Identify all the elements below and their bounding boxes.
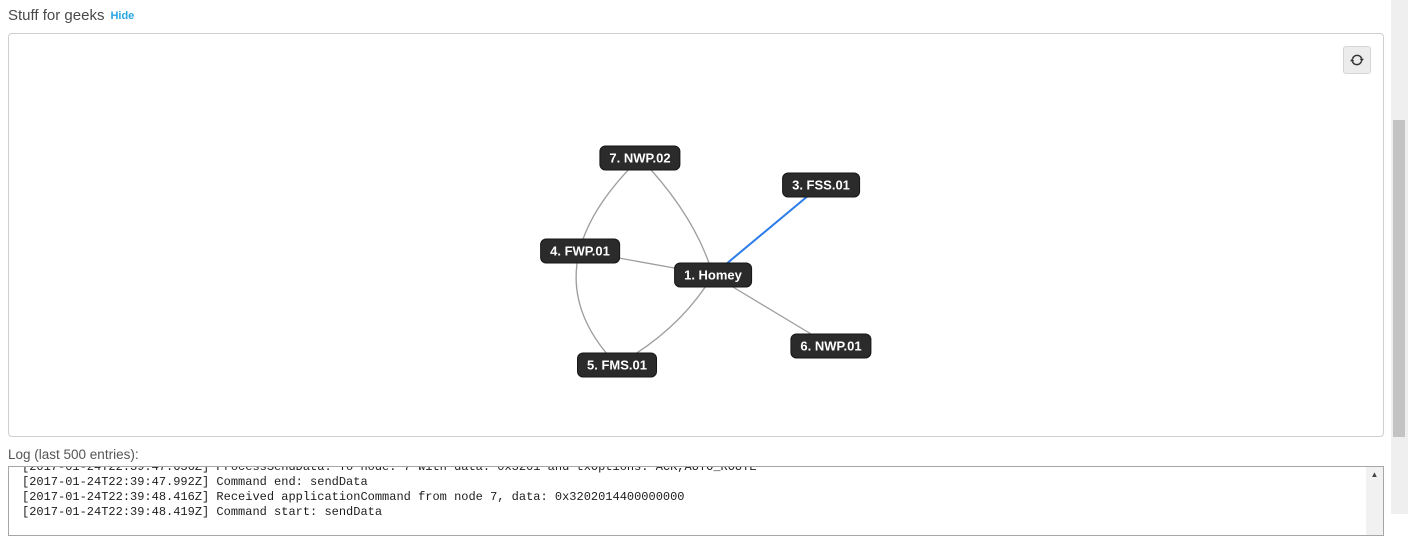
- log-scrollbar[interactable]: ▲: [1366, 467, 1383, 535]
- page-title: Stuff for geeks: [8, 7, 105, 24]
- edge-1-5: [616, 274, 714, 366]
- graph-node-4[interactable]: 4. FWP.01: [540, 238, 620, 264]
- graph-node-7[interactable]: 7. NWP.02: [599, 145, 681, 171]
- graph-edges: [575, 157, 832, 366]
- refresh-icon: [1350, 54, 1364, 66]
- page-scrollbar[interactable]: [1391, 0, 1408, 514]
- log-entry: [2017-01-24T22:39:48.419Z] Command start…: [22, 505, 383, 519]
- graph-node-5[interactable]: 5. FMS.01: [577, 352, 657, 378]
- graph-node-1[interactable]: 1. Homey: [674, 262, 752, 288]
- page-scrollbar-thumb[interactable]: [1393, 120, 1405, 437]
- log-entry: [2017-01-24T22:39:47.636Z] ProcessSendDa…: [22, 466, 757, 474]
- graph-node-3[interactable]: 3. FSS.01: [782, 172, 860, 198]
- scroll-up-icon[interactable]: ▲: [1370, 470, 1379, 479]
- graph-canvas[interactable]: 7. NWP.02 3. FSS.01 4. FWP.01 1. Homey 5. FM…: [9, 34, 1383, 436]
- zwave-network-panel: 7. NWP.02 3. FSS.01 4. FWP.01 1. Homey 5. FM…: [8, 33, 1384, 437]
- log-lines: [2017-01-24T22:39:47.636Z] ProcessSendDa…: [22, 466, 1359, 520]
- page-header: Stuff for geeks Hide: [8, 7, 134, 25]
- edge-1-3: [712, 184, 822, 276]
- log-label: Log (last 500 entries):: [8, 447, 139, 462]
- edge-7-1: [639, 157, 714, 276]
- hide-link[interactable]: Hide: [110, 10, 135, 22]
- log-entry: [2017-01-24T22:39:47.992Z] Command end: …: [22, 475, 368, 489]
- graph-node-6[interactable]: 6. NWP.01: [790, 333, 872, 359]
- log-textarea[interactable]: [2017-01-24T22:39:47.636Z] ProcessSendDa…: [8, 466, 1384, 536]
- log-entry: [2017-01-24T22:39:48.416Z] Received appl…: [22, 490, 685, 504]
- edge-7-5: [575, 157, 641, 366]
- refresh-button[interactable]: [1343, 46, 1371, 74]
